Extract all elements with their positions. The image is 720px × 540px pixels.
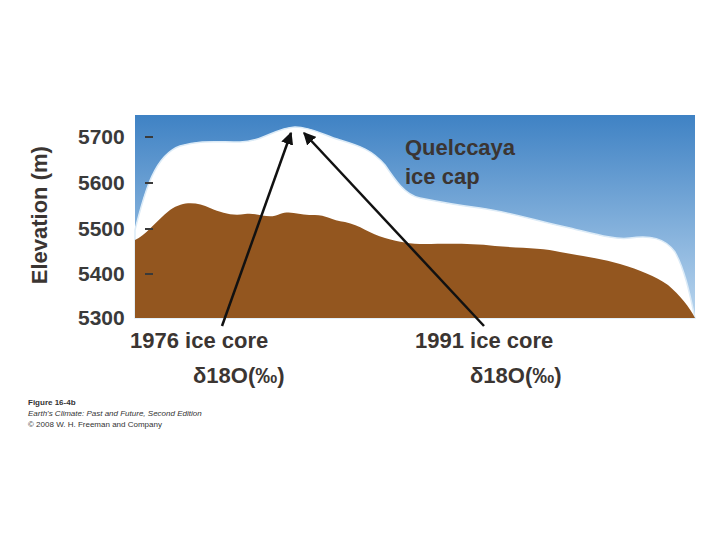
isotope-label: δ18O(‰) bbox=[193, 363, 285, 389]
axis-value: 5600 bbox=[78, 170, 125, 195]
axis-value: 5700 bbox=[78, 124, 125, 149]
copyright-note: © 2008 W. H. Freeman and Company bbox=[28, 420, 162, 430]
figure-number: Figure 16-4b bbox=[28, 398, 76, 408]
axis-ticks bbox=[145, 137, 153, 274]
leader-arrow bbox=[222, 133, 291, 326]
bedrock bbox=[135, 203, 695, 318]
axis-value: 5500 bbox=[78, 216, 125, 241]
book-title: Earth's Climate: Past and Future, Second… bbox=[28, 409, 202, 419]
axis-value: 5400 bbox=[78, 261, 125, 286]
core-label: 1976 ice core bbox=[130, 328, 268, 354]
core-label: 1991 ice core bbox=[415, 328, 553, 354]
isotope-label: δ18O(‰) bbox=[470, 363, 562, 389]
leader-arrow bbox=[304, 133, 484, 326]
axis-title: Elevation (m) bbox=[27, 146, 53, 284]
sky-panel bbox=[135, 115, 695, 318]
axis-value: 5300 bbox=[78, 305, 125, 330]
ice-layer bbox=[135, 127, 695, 318]
ice-cap-name: Quelccaya ice cap bbox=[405, 134, 540, 191]
